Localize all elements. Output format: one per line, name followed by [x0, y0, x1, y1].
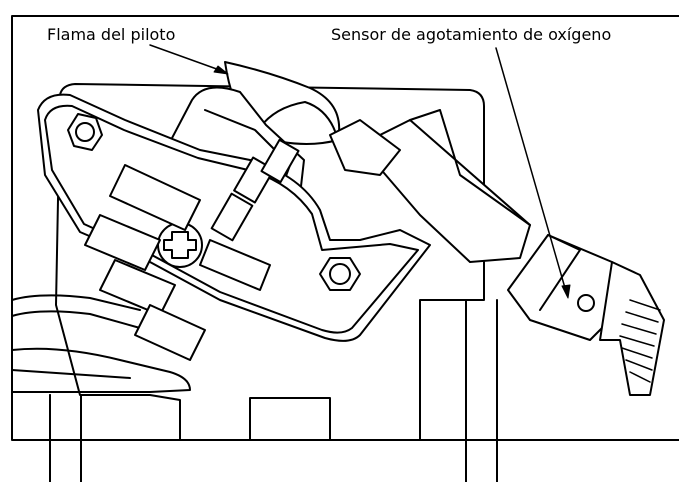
sensor-threads — [599, 261, 665, 396]
bracket-nut-right — [319, 257, 361, 291]
pilot-flame-label: Flama del piloto — [47, 25, 176, 44]
leader-lines — [149, 44, 568, 296]
supply-tubes — [49, 299, 498, 482]
oxygen-sensor-label: Sensor de agotamiento de oxígeno — [331, 25, 612, 44]
electrodes — [210, 138, 300, 242]
clamp-blocks — [84, 164, 271, 361]
leader-arrow-sensor — [561, 284, 571, 299]
thermocouple-tube — [11, 294, 191, 393]
leader-arrow-pilot — [213, 65, 229, 75]
bracket-nut-left — [67, 113, 103, 151]
